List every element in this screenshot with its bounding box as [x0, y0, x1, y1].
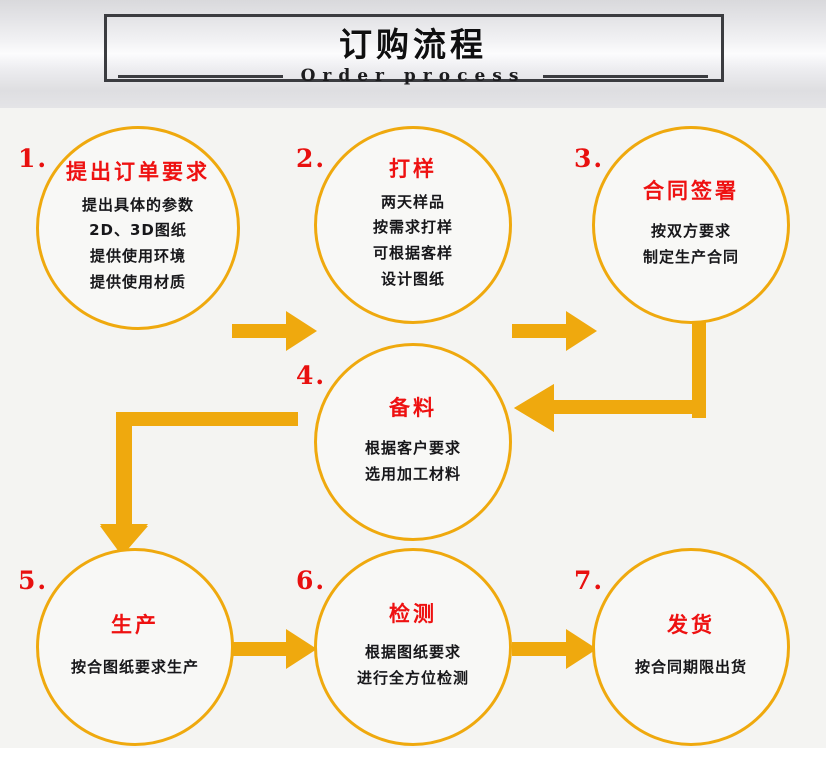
step-title-6: 检测 — [389, 602, 437, 627]
page-title: 订购流程 — [339, 25, 487, 64]
step-detail-line: 按需求打样 — [372, 218, 453, 237]
step-detail-line: 提供使用材质 — [89, 272, 186, 291]
arrow-step2-to-step3 — [512, 308, 598, 354]
step-bubble-1: 提出订单要求 提出具体的参数 2D、3D图纸 提供使用环境 提供使用材质 — [36, 126, 240, 330]
step-title-1: 提出订单要求 — [66, 160, 210, 185]
footer-spacer — [0, 748, 826, 767]
step-title-3: 合同签署 — [643, 179, 739, 204]
header-frame — [104, 14, 724, 82]
step-node-5[interactable]: 生产 按合图纸要求生产 5. — [18, 548, 234, 746]
arrow-step4-to-step5 — [100, 404, 300, 556]
step-details-3: 按双方要求 制定生产合同 — [643, 219, 739, 271]
arrow-step6-to-step7 — [512, 626, 598, 672]
step-detail-line: 制定生产合同 — [642, 248, 739, 267]
step-details-5: 按合图纸要求生产 — [71, 655, 199, 681]
step-bubble-4: 备料 根据客户要求 选用加工材料 — [314, 343, 512, 541]
step-detail-line: 提供使用环境 — [89, 247, 186, 266]
step-bubble-6: 检测 根据图纸要求 进行全方位检测 — [314, 548, 512, 746]
step-number-3: 3. — [574, 144, 605, 173]
step-bubble-3: 合同签署 按双方要求 制定生产合同 — [592, 126, 790, 324]
step-title-5: 生产 — [111, 613, 159, 637]
step-node-1[interactable]: 提出订单要求 提出具体的参数 2D、3D图纸 提供使用环境 提供使用材质 1. — [18, 126, 240, 330]
step-node-2[interactable]: 打样 两天样品 按需求打样 可根据客样 设计图纸 2. — [296, 126, 512, 324]
step-title-4: 备料 — [389, 396, 437, 421]
step-detail-line: 提出具体的参数 — [81, 195, 194, 214]
step-detail-line: 进行全方位检测 — [356, 669, 469, 688]
step-detail-line: 根据图纸要求 — [364, 643, 461, 662]
header-subtitle-row: Order process — [0, 66, 826, 86]
step-detail-line: 按合同期限出货 — [634, 658, 747, 677]
step-number-2: 2. — [296, 144, 327, 173]
step-number-6: 6. — [296, 566, 327, 595]
step-number-5: 5. — [18, 566, 49, 595]
step-details-1: 提出具体的参数 2D、3D图纸 提供使用环境 提供使用材质 — [82, 193, 194, 296]
step-details-7: 按合同期限出货 — [635, 655, 747, 681]
step-bubble-7: 发货 按合同期限出货 — [592, 548, 790, 746]
step-detail-line: 设计图纸 — [380, 269, 445, 288]
step-detail-line: 两天样品 — [380, 192, 445, 211]
step-number-1: 1. — [18, 144, 49, 173]
step-details-4: 根据客户要求 选用加工材料 — [365, 436, 461, 488]
step-node-7[interactable]: 发货 按合同期限出货 7. — [574, 548, 790, 746]
step-detail-line: 可根据客样 — [372, 244, 453, 263]
step-bubble-2: 打样 两天样品 按需求打样 可根据客样 设计图纸 — [314, 126, 512, 324]
arrow-step1-to-step2 — [232, 308, 318, 354]
subtitle-rule-right — [543, 74, 709, 78]
step-details-6: 根据图纸要求 进行全方位检测 — [357, 640, 469, 692]
step-detail-line: 根据客户要求 — [364, 439, 461, 458]
step-bubble-5: 生产 按合图纸要求生产 — [36, 548, 234, 746]
step-detail-line: 按合图纸要求生产 — [70, 658, 199, 677]
step-detail-line: 2D、3D图纸 — [89, 221, 187, 240]
step-number-4: 4. — [296, 361, 327, 390]
step-node-3[interactable]: 合同签署 按双方要求 制定生产合同 3. — [574, 126, 790, 324]
step-detail-line: 选用加工材料 — [364, 465, 461, 484]
header-banner: 订购流程 Order process — [0, 0, 826, 108]
page-subtitle: Order process — [300, 66, 526, 86]
step-details-2: 两天样品 按需求打样 可根据客样 设计图纸 — [373, 190, 453, 293]
step-detail-line: 按双方要求 — [650, 222, 731, 241]
step-node-6[interactable]: 检测 根据图纸要求 进行全方位检测 6. — [296, 548, 512, 746]
flow-canvas: 提出订单要求 提出具体的参数 2D、3D图纸 提供使用环境 提供使用材质 1. … — [0, 108, 826, 748]
step-number-7: 7. — [574, 566, 605, 595]
subtitle-rule-left — [117, 74, 283, 78]
step-node-4[interactable]: 备料 根据客户要求 选用加工材料 4. — [296, 343, 512, 541]
step-title-2: 打样 — [389, 157, 437, 182]
arrow-step5-to-step6 — [232, 626, 318, 672]
step-title-7: 发货 — [667, 613, 715, 637]
